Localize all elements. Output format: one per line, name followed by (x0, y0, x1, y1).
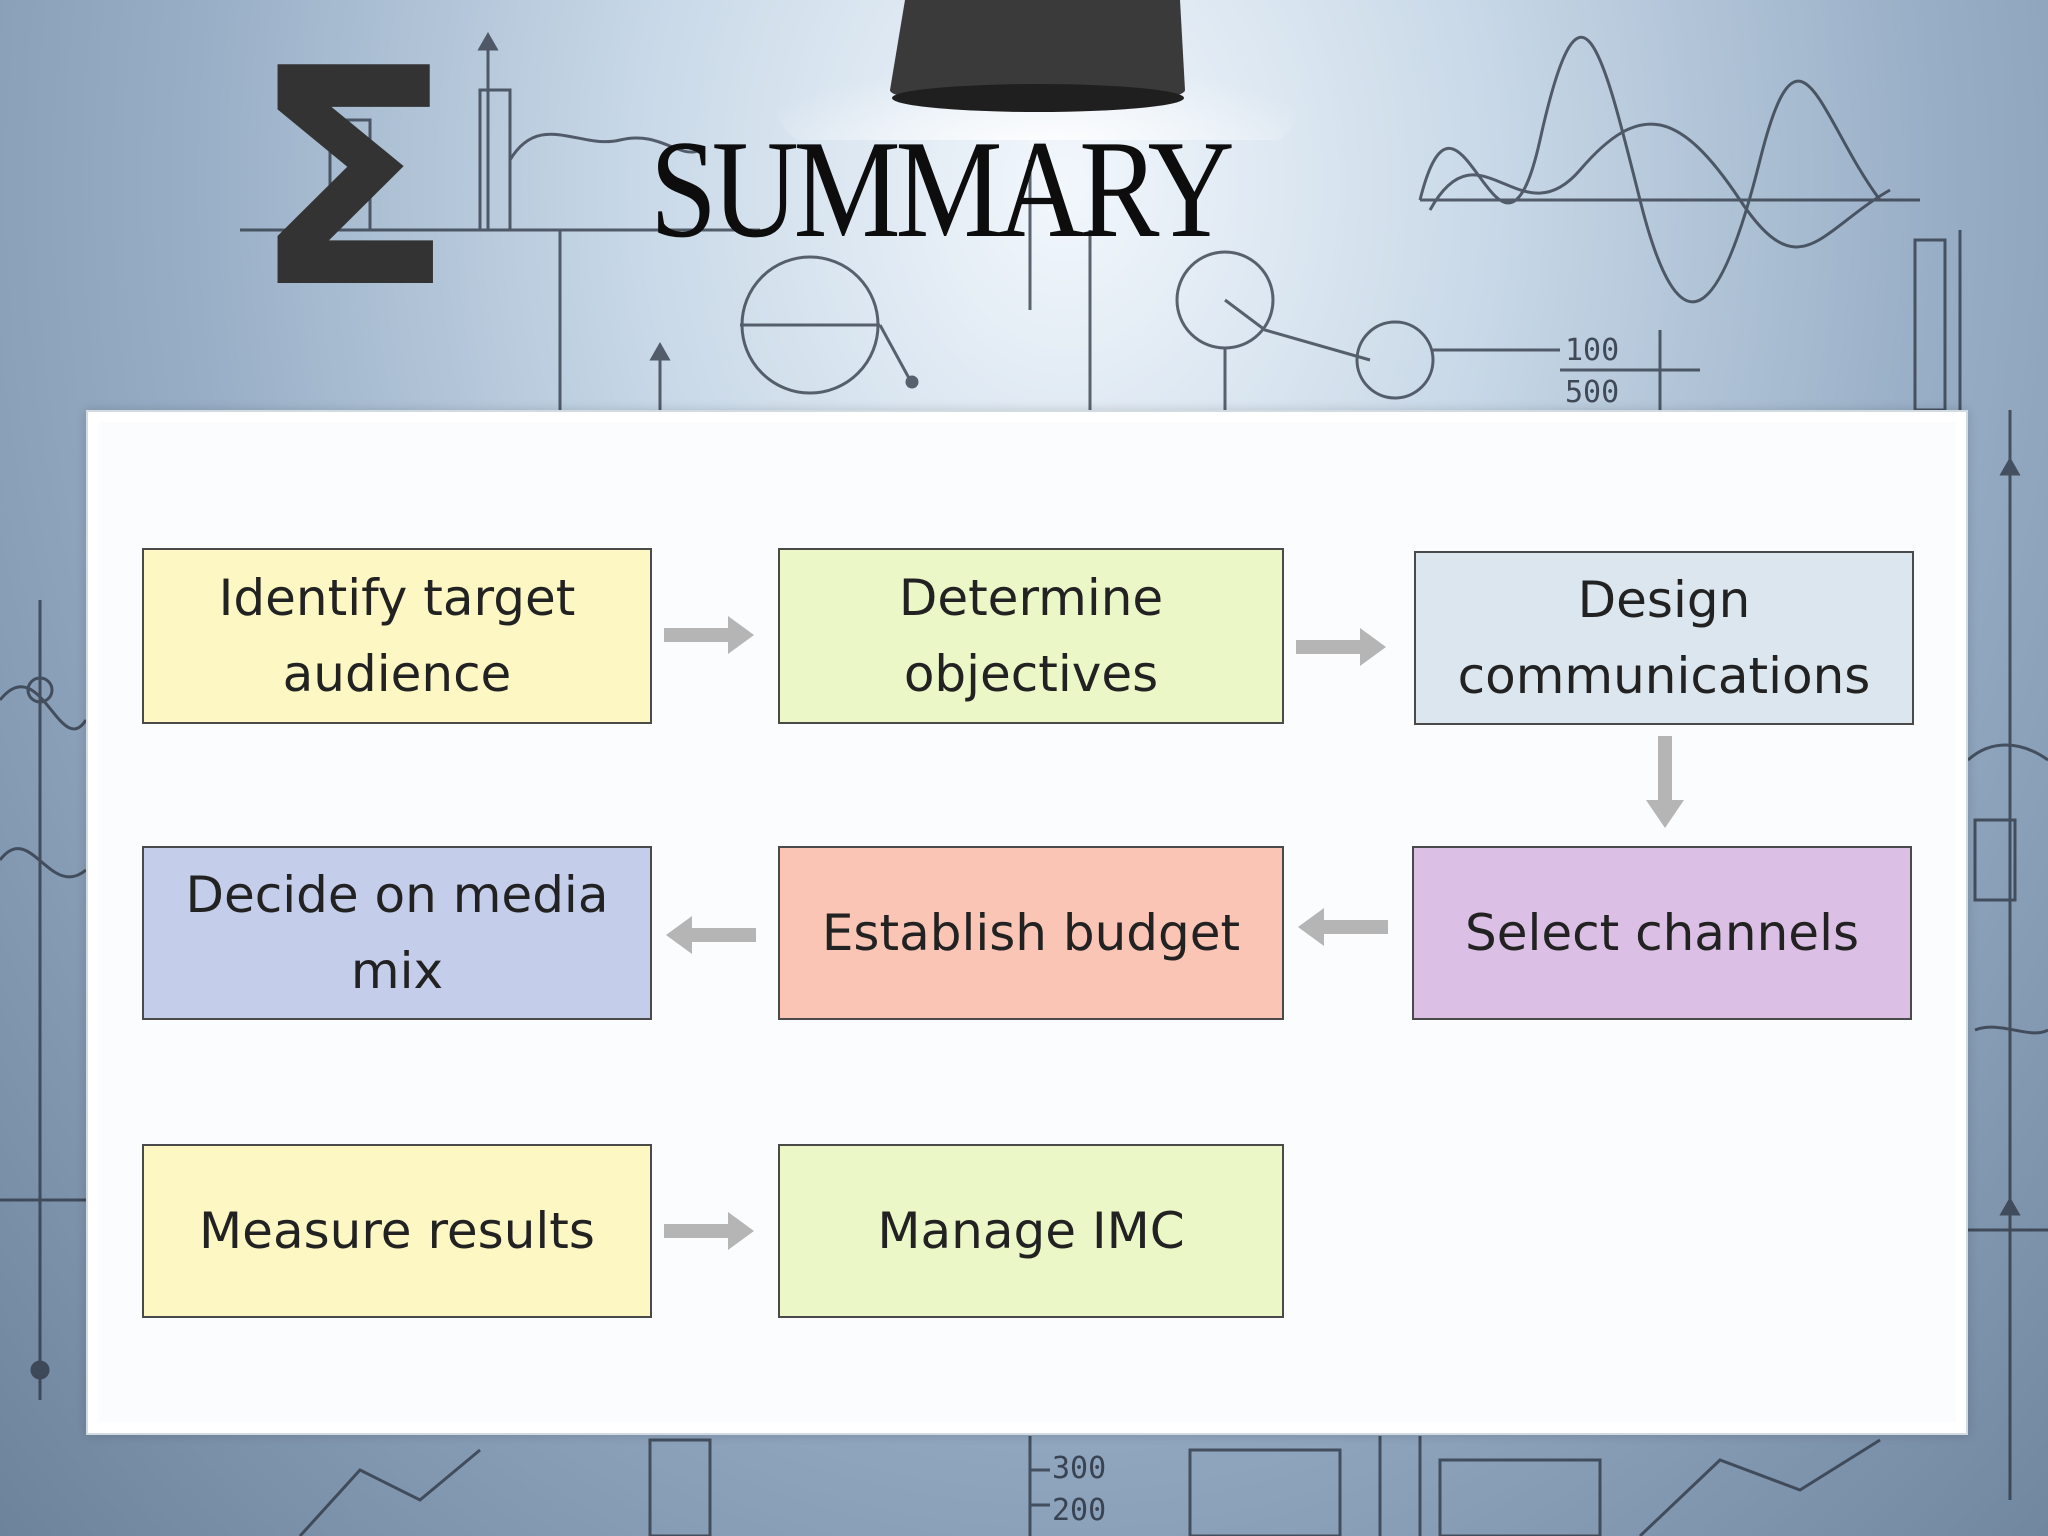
step-manage-imc: Manage IMC (778, 1144, 1284, 1318)
arrow-right-icon (664, 1212, 754, 1250)
step-design-communications: Design communications (1414, 551, 1914, 725)
step-measure-results: Measure results (142, 1144, 652, 1318)
bg-tick-label: 500 (1565, 375, 1619, 410)
step-label: Identify target audience (218, 569, 576, 703)
bg-tick-label: 200 (1052, 1493, 1106, 1528)
step-label: Manage IMC (877, 1202, 1185, 1260)
sigma-icon: Σ (250, 5, 455, 354)
bg-tick-label: 300 (1052, 1451, 1106, 1486)
step-label: Establish budget (821, 904, 1241, 962)
arrow-left-icon (666, 916, 756, 954)
diagram-panel: Identify target audience Determine objec… (86, 410, 1968, 1435)
step-label: Determine objectives (898, 569, 1164, 703)
step-label: Decide on media mix (185, 866, 609, 1000)
arrow-left-icon (1298, 908, 1388, 946)
arrow-right-icon (1296, 628, 1386, 666)
step-label: Design communications (1457, 571, 1871, 705)
step-select-channels: Select channels (1412, 846, 1912, 1020)
bg-tick-label: 100 (1565, 333, 1619, 368)
step-decide-media-mix: Decide on media mix (142, 846, 652, 1020)
page-title: SUMMARY (650, 112, 1235, 267)
step-determine-objectives: Determine objectives (778, 548, 1284, 724)
step-identify-target-audience: Identify target audience (142, 548, 652, 724)
arrow-down-icon (1646, 736, 1684, 828)
step-label: Select channels (1464, 904, 1860, 962)
diagram-canvas: Identify target audience Determine objec… (98, 422, 1956, 1422)
step-establish-budget: Establish budget (778, 846, 1284, 1020)
arrow-right-icon (664, 616, 754, 654)
lamp-icon (778, 0, 1298, 140)
step-label: Measure results (199, 1202, 595, 1260)
